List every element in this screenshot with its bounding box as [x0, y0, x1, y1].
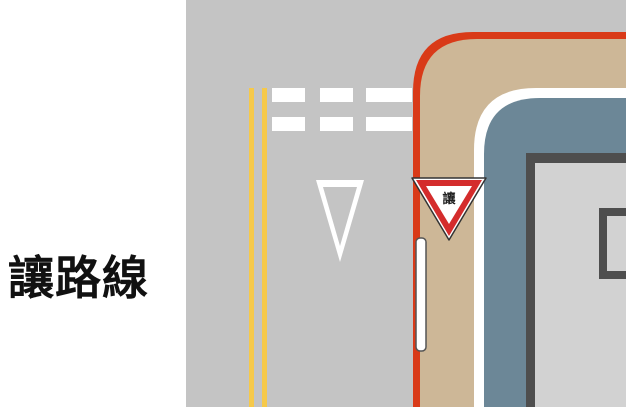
building-feature [607, 216, 626, 271]
sign-text: 讓 [442, 191, 456, 207]
yield-sign: 讓 [411, 177, 487, 352]
yellow-centerline [249, 88, 267, 407]
sign-white-inner [426, 186, 472, 224]
road-diagram: 讓 [186, 0, 626, 407]
give-way-dashed-line [272, 88, 412, 131]
page-title: 讓路線 [8, 251, 149, 305]
give-way-triangle-marking [316, 180, 364, 262]
corner-block [413, 32, 626, 407]
building [535, 163, 626, 407]
sign-post [415, 237, 427, 352]
